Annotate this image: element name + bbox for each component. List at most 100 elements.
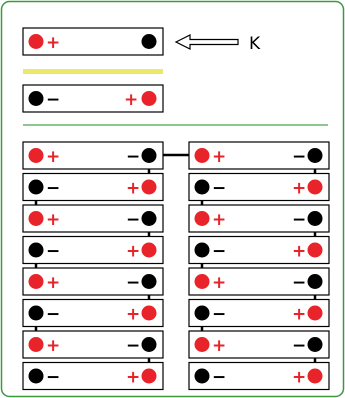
- cell-right-5: +−: [188, 267, 330, 296]
- cell-left-5: +−: [22, 267, 164, 296]
- cell-left-7: +−: [22, 330, 164, 359]
- minus-sign: −: [126, 336, 140, 356]
- minus-sign: −: [212, 242, 226, 262]
- positive-terminal: [28, 211, 44, 226]
- cell-box: [188, 172, 330, 202]
- minus-sign: −: [46, 179, 60, 199]
- cell-box: [22, 235, 164, 265]
- minus-sign: −: [46, 242, 60, 262]
- single-cell-positive-terminal: [141, 91, 157, 106]
- positive-terminal: [194, 337, 210, 352]
- cell-box: [188, 361, 330, 391]
- plus-sign: +: [212, 273, 226, 293]
- cell-left-2: −+: [22, 172, 164, 202]
- minus-sign: −: [292, 210, 306, 230]
- cell-box: [22, 204, 164, 233]
- minus-sign: −: [126, 273, 140, 293]
- positive-terminal: [307, 305, 323, 321]
- negative-terminal: [141, 274, 157, 289]
- cell-box: [22, 361, 164, 391]
- negative-terminal: [141, 211, 157, 226]
- plus-sign: +: [46, 336, 60, 356]
- positive-terminal: [28, 337, 44, 352]
- cell-box: [188, 330, 330, 359]
- plus-sign: +: [126, 242, 140, 262]
- arrow-label-k: K: [249, 34, 261, 54]
- plus-sign: +: [292, 305, 306, 325]
- negative-terminal: [141, 148, 157, 163]
- cell-box: [22, 298, 164, 328]
- plus-sign: +: [292, 368, 306, 388]
- hollow-left-arrow-icon: [174, 34, 239, 50]
- positive-terminal: [307, 179, 323, 195]
- minus-sign: −: [292, 336, 306, 356]
- negative-terminal: [194, 242, 210, 258]
- positive-terminal: [141, 179, 157, 195]
- stack-cells: +−−++−−++−−++−−++−−++−−++−−++−−+: [22, 141, 330, 391]
- positive-terminal: [194, 274, 210, 289]
- negative-terminal: [28, 305, 44, 321]
- plus-sign: +: [126, 368, 140, 388]
- cell-box: [22, 267, 164, 296]
- negative-terminal: [141, 337, 157, 352]
- cell-box: [188, 267, 330, 296]
- negative-terminal: [28, 242, 44, 258]
- cell-box: [22, 330, 164, 359]
- negative-terminal: [307, 274, 323, 289]
- plus-sign: +: [46, 273, 60, 293]
- cell-left-4: −+: [22, 235, 164, 265]
- cell-right-6: −+: [188, 298, 330, 328]
- single-cell-box: [22, 84, 164, 113]
- single-cell-plus-sign: +: [124, 90, 138, 110]
- cell-left-6: −+: [22, 298, 164, 328]
- top-cell-plus-sign: +: [46, 33, 60, 53]
- minus-sign: −: [46, 368, 60, 388]
- negative-terminal: [307, 337, 323, 352]
- minus-sign: −: [292, 273, 306, 293]
- plus-sign: +: [126, 305, 140, 325]
- negative-terminal: [307, 148, 323, 163]
- yellow-bar: [23, 69, 163, 74]
- cell-right-1: +−: [188, 141, 330, 170]
- single-cell-negative-terminal: [28, 91, 44, 106]
- negative-terminal: [194, 179, 210, 195]
- positive-terminal: [141, 242, 157, 258]
- cell-box: [22, 141, 164, 170]
- cell-box: [188, 204, 330, 233]
- cell-box: [188, 141, 330, 170]
- plus-sign: +: [46, 147, 60, 167]
- plus-sign: +: [212, 147, 226, 167]
- top-cell: +: [22, 27, 164, 56]
- cell-right-7: +−: [188, 330, 330, 359]
- cell-right-8: −+: [188, 361, 330, 391]
- minus-sign: −: [46, 305, 60, 325]
- negative-terminal: [28, 179, 44, 195]
- minus-sign: −: [126, 210, 140, 230]
- positive-terminal: [141, 305, 157, 321]
- cell-box: [22, 172, 164, 202]
- cell-stack: +−−++−−++−−++−−++−−++−−++−−++−−+: [22, 141, 330, 391]
- cell-box: [188, 298, 330, 328]
- positive-terminal: [28, 148, 44, 163]
- positive-terminal: [194, 148, 210, 163]
- positive-terminal: [194, 211, 210, 226]
- minus-sign: −: [126, 147, 140, 167]
- plus-sign: +: [212, 210, 226, 230]
- negative-terminal: [194, 305, 210, 321]
- cell-right-3: +−: [188, 204, 330, 233]
- top-cell-positive-terminal: [28, 34, 44, 49]
- minus-sign: −: [212, 368, 226, 388]
- positive-terminal: [307, 368, 323, 384]
- single-cell-minus-sign: −: [46, 90, 60, 110]
- cell-left-1: +−: [22, 141, 164, 170]
- minus-sign: −: [212, 305, 226, 325]
- single-cell: − +: [22, 84, 164, 113]
- cell-box: [188, 235, 330, 265]
- top-cell-box: [22, 27, 164, 56]
- plus-sign: +: [292, 242, 306, 262]
- top-cell-terminal: [141, 34, 157, 49]
- cell-left-3: +−: [22, 204, 164, 233]
- positive-terminal: [28, 274, 44, 289]
- plus-sign: +: [46, 210, 60, 230]
